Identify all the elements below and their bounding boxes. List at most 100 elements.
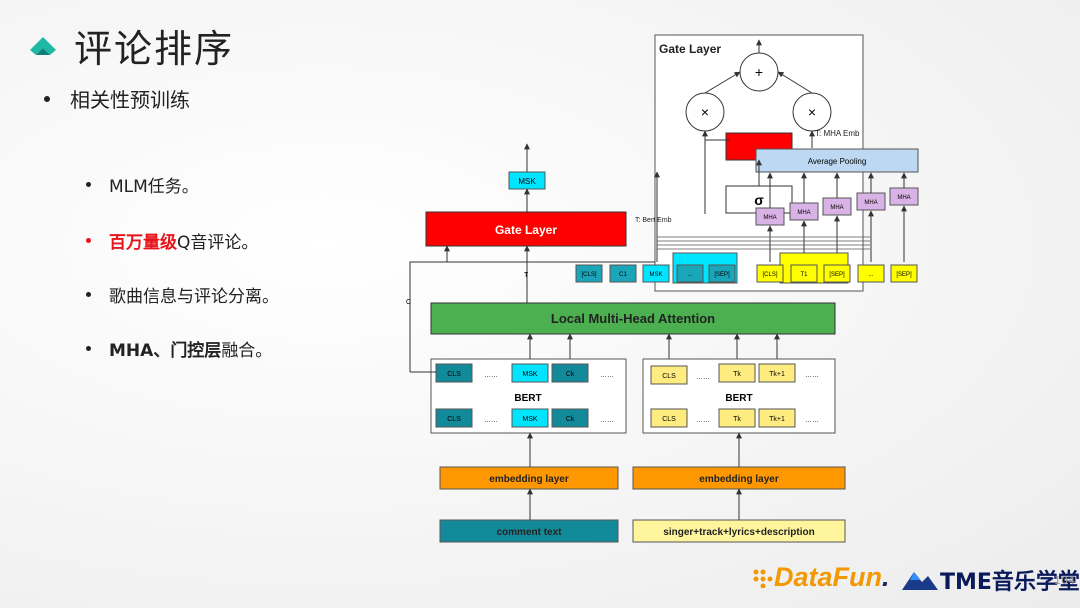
sigma-symbol: σ: [754, 192, 764, 208]
tme-mountain-icon: [902, 572, 938, 590]
datafun-dots-icon: [753, 569, 773, 588]
tk1-text: Tk+1: [769, 416, 785, 423]
bullet-separation: 歌曲信息与评论分离。: [86, 282, 279, 307]
bullet-dot: [44, 95, 50, 102]
token-sep: [890, 264, 918, 283]
bullet-dot: [86, 182, 91, 187]
token-text: [SEP]: [714, 272, 730, 278]
bert-cls-out: [650, 365, 688, 385]
token-cls: [575, 264, 603, 283]
bert-msk-in: [511, 408, 549, 428]
song-info-box: [632, 519, 846, 543]
cls-text: CLS: [447, 416, 461, 423]
bullet-comments: 百万量级 Q音评论。: [86, 228, 258, 253]
token-ellipsis: [857, 264, 885, 283]
tme-logo: TME音乐学堂: [900, 564, 1080, 596]
token-row-right: [CLS] T1 [SEP] ... [SEP]: [756, 252, 918, 284]
bert-cls-in: [435, 408, 473, 428]
token-sep: [823, 264, 851, 283]
cls-text: CLS: [662, 416, 676, 423]
bert-tk1-out: [758, 363, 796, 383]
token-ellipsis: [676, 264, 704, 283]
bullet-text-b: 门控层: [170, 341, 222, 361]
token-text: ...: [868, 272, 873, 278]
bert-tk1-in: [758, 408, 796, 428]
cls-text: CLS: [662, 373, 676, 380]
emb-left-label: embedding layer: [489, 474, 569, 485]
emb-right-label: embedding layer: [699, 474, 779, 485]
token-row-left: [CLS] C1 MSK ... [SEP]: [575, 252, 738, 284]
gate-layer-label: Gate Layer: [495, 223, 557, 237]
ck-text: Ck: [566, 371, 575, 378]
token-t1: [790, 264, 818, 283]
bert-tk-out: [718, 363, 756, 383]
token-text: [CLS]: [762, 272, 777, 278]
bullet-text: MLM任务。: [109, 177, 199, 197]
comment-text-box: [439, 519, 619, 543]
gate-layer-box: [425, 211, 627, 247]
mha-boxes: MHA MHA MHA MHA MHA: [755, 187, 919, 226]
times-symbol: ×: [701, 104, 709, 120]
bullet-text-a: MHA、: [109, 341, 171, 361]
ck-text: Ck: [566, 416, 575, 423]
song-info-label: singer+track+lyrics+description: [663, 527, 814, 538]
c-label: C: [406, 299, 411, 306]
subtitle: 相关性预训练: [44, 84, 190, 113]
dots-text: ……: [805, 372, 819, 379]
datafun-dot: .: [882, 562, 890, 592]
avg-pooling-label: Average Pooling: [808, 157, 867, 166]
dots-text: ……: [600, 372, 614, 379]
t-label: T: [524, 272, 529, 279]
subtitle-text: 相关性预训练: [70, 88, 190, 112]
token-msk: [642, 264, 670, 283]
local-mha-label: Local Multi-Head Attention: [551, 311, 715, 326]
mha-emb-label: T: MHA Emb: [815, 129, 860, 138]
gate-panel-title: Gate Layer: [659, 42, 721, 56]
bert-tk-in: [718, 408, 756, 428]
token-c1: [609, 264, 637, 283]
page-number: 104: [1054, 574, 1075, 587]
bullet-highlight: 百万量级: [109, 233, 177, 253]
bullet-mlm: MLM任务。: [86, 172, 199, 197]
token-text: ...: [687, 272, 692, 278]
bert-ck-in: [551, 408, 589, 428]
token-text: MSK: [649, 272, 662, 278]
bullet-text-c: 融合。: [221, 341, 273, 361]
token-text: T1: [800, 272, 808, 278]
bullet-dot: [86, 346, 91, 351]
bullet-dot: [86, 238, 91, 243]
mha-label: MHA: [830, 205, 843, 211]
mha-label: MHA: [797, 210, 810, 216]
token-text: [SEP]: [829, 272, 845, 278]
msk-output-label: MSK: [518, 177, 536, 186]
token-text: C1: [619, 272, 627, 278]
bullet-fusion: MHA、 门控层 融合。: [86, 336, 272, 361]
token-text: [SEP]: [896, 272, 912, 278]
bert-ck-out: [551, 363, 589, 383]
dots-text: ……: [484, 372, 498, 379]
dots-text: ……: [484, 417, 498, 424]
slide-title: 评论排序: [28, 18, 234, 73]
dots-text: ……: [696, 374, 710, 381]
bert-cls-out: [435, 363, 473, 383]
page-title: 评论排序: [74, 27, 235, 71]
bert-msk-out: [511, 363, 549, 383]
tk1-text: Tk+1: [769, 371, 785, 378]
mha-label: MHA: [864, 200, 877, 206]
tk-text: Tk: [733, 371, 741, 378]
mha-label: MHA: [897, 195, 910, 201]
cls-text: CLS: [447, 371, 461, 378]
msk-text: MSK: [522, 371, 538, 378]
dots-text: ……: [696, 417, 710, 424]
bert-cls-in: [650, 408, 688, 428]
dots-text: ……: [805, 417, 819, 424]
local-mha-box: [430, 302, 836, 335]
comment-text-label: comment text: [496, 527, 562, 538]
token-sep: [708, 264, 736, 283]
token-text: [CLS]: [581, 272, 596, 278]
tk-text: Tk: [733, 416, 741, 423]
datafun-logo: DataFun.: [752, 562, 890, 593]
msk-text: MSK: [522, 416, 538, 423]
bullet-text: Q音评论。: [177, 233, 259, 253]
